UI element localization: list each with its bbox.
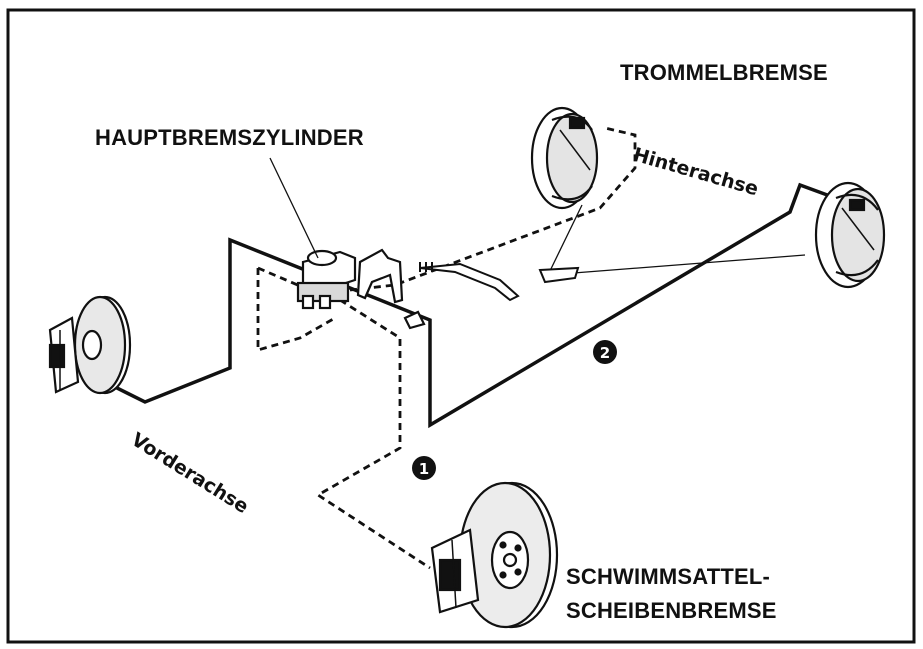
brake-circuit-1-line [256, 126, 637, 570]
master-cylinder [296, 248, 426, 330]
circuit-2-badge: 2 [593, 340, 617, 364]
disc-brake-label-line1: SCHWIMMSATTEL- [566, 564, 770, 589]
diagram-frame [6, 8, 916, 644]
handbrake-cables [419, 204, 806, 302]
drum-brake-label: TROMMELBREMSE [620, 60, 828, 85]
front-right-disc-brake [430, 481, 559, 629]
circuit-1-number: 1 [419, 460, 429, 478]
front-left-disc-brake [48, 295, 132, 395]
circuit-2-number: 2 [600, 344, 610, 362]
master-cylinder-label: HAUPTBREMSZYLINDER [95, 125, 364, 150]
brake-circuit-2-line [84, 182, 831, 429]
rear-left-drum-brake [530, 106, 599, 210]
master-cylinder-leader [269, 157, 319, 259]
front-axle-label: Vorderachse [127, 429, 252, 519]
disc-brake-label-line2: SCHEIBENBREMSE [566, 598, 777, 623]
rear-axle-label: Hinterachse [631, 144, 761, 201]
circuit-1-badge: 1 [412, 456, 436, 480]
rear-right-drum-brake [814, 181, 886, 289]
